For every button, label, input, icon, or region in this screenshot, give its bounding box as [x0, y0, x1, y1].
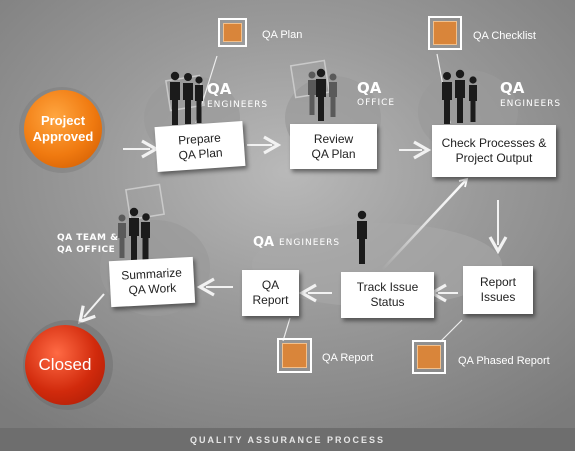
team-label-team-line-1: QA TEAM &: [57, 233, 119, 243]
document-icon-qa-report: [277, 338, 312, 373]
team-title-engineers-3: QA: [253, 235, 275, 250]
step-report-issues: Report Issues: [463, 266, 533, 314]
document-label-qa-phased-report: QA Phased Report: [458, 355, 550, 367]
people-silhouettes: [118, 68, 477, 264]
document-label-qa-report: QA Report: [322, 352, 374, 364]
footer-caption: QUALITY ASSURANCE PROCESS: [0, 428, 575, 451]
step-qa-report: QA Report: [242, 270, 299, 316]
document-label-qa-plan: QA Plan: [262, 29, 303, 41]
arrow-summarize-to-closed: [77, 293, 105, 324]
team-title-office: QA: [357, 79, 382, 97]
engineers-group-2: [442, 69, 477, 124]
document-icon-qa-phased-report: [412, 340, 446, 374]
document-icon-qa-plan: [218, 18, 247, 47]
arrow-track-to-check-head: [458, 177, 469, 188]
end-node-closed: Closed: [25, 325, 105, 405]
team-sub-engineers-1: ENGINEERS: [207, 100, 269, 110]
team-office-group: [118, 207, 150, 261]
step-review-qa-plan: Review QA Plan: [290, 124, 377, 169]
team-title-engineers-1: QA: [207, 80, 232, 98]
team-sub-engineers-3: ENGINEERS: [279, 238, 341, 248]
office-group: [308, 68, 337, 121]
team-title-engineers-2: QA: [500, 79, 525, 97]
team-label-team-line-2: QA OFFICE: [57, 245, 116, 255]
step-track-issue-status: Track Issue Status: [341, 272, 434, 318]
arrow-track-to-check: [381, 179, 467, 271]
step-prepare-qa-plan: Prepare QA Plan: [154, 120, 246, 173]
engineers-group-3: [357, 210, 367, 264]
team-sub-office: OFFICE: [357, 98, 396, 108]
start-node-project-approved: Project Approved: [24, 90, 102, 168]
step-check-processes: Check Processes & Project Output: [432, 125, 556, 177]
engineers-group-1: [170, 71, 203, 125]
document-label-qa-checklist: QA Checklist: [473, 30, 536, 42]
document-icon-qa-checklist: [428, 16, 462, 50]
team-sub-engineers-2: ENGINEERS: [500, 99, 562, 109]
step-summarize-qa-work: Summarize QA Work: [108, 256, 196, 308]
flow-arrows: [77, 135, 508, 324]
